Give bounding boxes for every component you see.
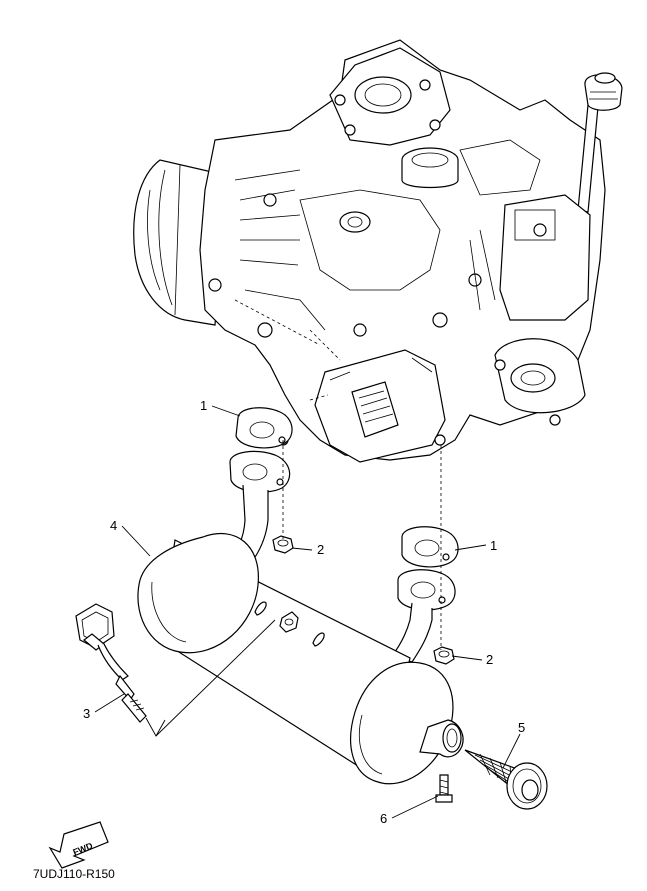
fwd-arrow-icon: FWD [48, 821, 109, 869]
callout-5-spark-arrester: 5 [518, 720, 525, 735]
exhaust-gasket-rear [401, 526, 459, 568]
muffler [137, 532, 464, 803]
callout-2-rear-nut: 2 [486, 652, 493, 667]
exhaust-gasket-front [235, 407, 293, 449]
callout-4-muffler: 4 [110, 518, 117, 533]
callout-6-drain-bolt: 6 [380, 811, 387, 826]
callout-3-sensor: 3 [83, 706, 90, 721]
drawing-code: 7UDJ110-R150 [33, 867, 115, 881]
callout-1-rear-gasket: 1 [490, 538, 497, 553]
callout-labels: 1 2 1 2 3 4 5 6 [83, 398, 525, 826]
spark-arrester [464, 749, 548, 810]
engine-assembly [133, 39, 623, 463]
leader-lines [94, 405, 521, 819]
callout-2-front-nut: 2 [317, 542, 324, 557]
callout-1-front-gasket: 1 [200, 398, 207, 413]
nut-rear [433, 646, 455, 665]
oxygen-sensor [75, 603, 147, 723]
